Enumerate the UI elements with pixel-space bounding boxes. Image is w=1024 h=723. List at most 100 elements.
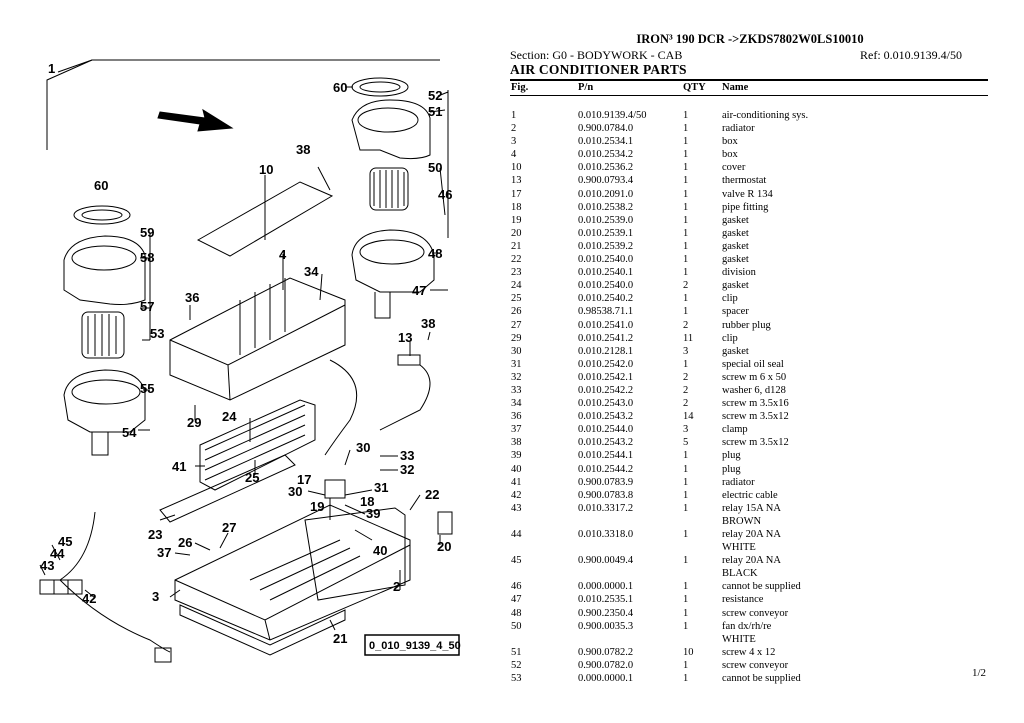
callout-55: 55 xyxy=(140,381,154,396)
cell-part-number: 0.900.0783.9 xyxy=(578,476,634,488)
callout-4: 4 xyxy=(279,247,287,262)
cell-qty: 5 xyxy=(683,437,689,449)
cell-qty: 1 xyxy=(683,607,689,619)
cell-qty: 1 xyxy=(683,358,689,370)
cell-part-number: 0.010.2540.0 xyxy=(578,254,634,266)
cell-qty: 2 xyxy=(683,384,689,396)
cell-part-number: 0.010.2541.0 xyxy=(578,319,634,331)
cell-part-number: 0.010.2544.2 xyxy=(578,463,634,475)
cell-fig: 3 xyxy=(511,136,517,148)
cell-qty: 1 xyxy=(683,594,689,606)
callout-54: 54 xyxy=(122,425,137,440)
cell-part-number: 0.900.0783.8 xyxy=(578,489,634,501)
page-number: 1/2 xyxy=(972,667,987,679)
cell-fig: 46 xyxy=(511,581,522,593)
airflow-arrow-icon xyxy=(157,108,234,132)
cell-qty: 1 xyxy=(683,306,689,318)
cell-name: screw m 3.5x12 xyxy=(722,437,789,449)
fan-housing-upper-left xyxy=(63,235,146,305)
cell-part-number: 0.010.9139.4/50 xyxy=(578,110,647,121)
cell-name: valve R 134 xyxy=(722,188,773,200)
callout-18: 18 xyxy=(360,494,374,509)
callout-22: 22 xyxy=(425,487,439,502)
fan-housing-lower-left xyxy=(63,369,146,433)
cell-qty: 1 xyxy=(683,254,689,266)
cell-part-number: 0.010.2541.2 xyxy=(578,332,634,344)
cell-qty: 1 xyxy=(683,502,689,514)
cell-name: relay 20A NA xyxy=(722,529,781,540)
cell-fig: 50 xyxy=(511,620,522,632)
cell-part-number: 0.010.2538.2 xyxy=(578,201,634,213)
cell-qty: 1 xyxy=(683,476,689,488)
cell-name: clip xyxy=(722,332,738,344)
cell-qty: 1 xyxy=(683,240,689,252)
callout-1: 1 xyxy=(48,61,55,76)
document-title: IRON³ 190 DCR ->ZKDS7802W0LS10010 xyxy=(636,32,864,46)
callout-57: 57 xyxy=(140,299,154,314)
callout-13: 13 xyxy=(398,330,412,345)
cell-qty: 1 xyxy=(683,136,689,148)
cell-fig: 13 xyxy=(511,175,522,187)
cell-name: WHITE xyxy=(722,542,756,554)
cell-fig: 36 xyxy=(511,411,522,423)
cell-name: division xyxy=(722,267,756,279)
callout-44: 44 xyxy=(50,546,65,561)
cell-name: radiator xyxy=(722,123,755,135)
radiator-right xyxy=(304,507,406,601)
cell-part-number: 0.900.0784.0 xyxy=(578,123,634,135)
callout-30b: 30 xyxy=(288,484,302,499)
cell-name: fan dx/rh/re xyxy=(722,620,772,632)
cell-name: box xyxy=(722,136,738,148)
cell-name: radiator xyxy=(722,476,755,488)
cell-part-number: 0.000.0000.1 xyxy=(578,581,634,593)
cell-name: gasket xyxy=(722,240,749,252)
cell-name: air-conditioning sys. xyxy=(722,110,809,121)
callout-58: 58 xyxy=(140,250,154,265)
cell-fig: 48 xyxy=(511,607,522,619)
cell-fig: 32 xyxy=(511,371,522,383)
cell-name: cover xyxy=(722,162,746,174)
cell-name: gasket xyxy=(722,254,749,266)
diagram-id-box xyxy=(364,634,460,656)
cell-name: cannot be supplied xyxy=(722,673,801,685)
heading-rule xyxy=(510,79,988,81)
diagram-id-label: 0_010_9139_4_50 xyxy=(369,640,461,652)
callout-20: 20 xyxy=(437,539,451,554)
cell-fig: 23 xyxy=(511,267,522,279)
evaporator-box xyxy=(169,277,346,401)
cell-qty: 1 xyxy=(683,659,689,671)
cell-part-number: 0.010.2540.0 xyxy=(578,280,634,292)
cell-qty: 10 xyxy=(683,646,694,658)
frame-line-top xyxy=(46,59,440,150)
cell-fig: 30 xyxy=(511,345,522,357)
cell-qty: 1 xyxy=(683,201,689,213)
cell-qty: 1 xyxy=(683,227,689,239)
fan-housing-lower-right xyxy=(351,229,435,293)
cell-part-number: 0.010.2544.1 xyxy=(578,450,634,462)
cell-name: clamp xyxy=(722,424,748,436)
cell-part-number: 0.010.2539.1 xyxy=(578,227,634,239)
callout-52: 52 xyxy=(428,88,442,103)
callout-47: 47 xyxy=(412,283,426,298)
cell-name: screw m 3.5x12 xyxy=(722,411,789,423)
cell-part-number: 0.010.2535.1 xyxy=(578,594,634,606)
callout-40: 40 xyxy=(373,543,387,558)
column-header-fig: Fig. xyxy=(511,82,529,93)
cell-fig: 29 xyxy=(511,332,522,344)
callout-24: 24 xyxy=(222,409,237,424)
cell-fig: 44 xyxy=(511,529,522,540)
cell-fig: 45 xyxy=(511,555,522,567)
cell-fig: 47 xyxy=(511,594,522,606)
callout-46: 46 xyxy=(438,187,452,202)
parts-diagram: 1 60 52 51 38 10 50 46 60 59 58 57 53 55… xyxy=(39,59,461,663)
callout-23: 23 xyxy=(148,527,162,542)
